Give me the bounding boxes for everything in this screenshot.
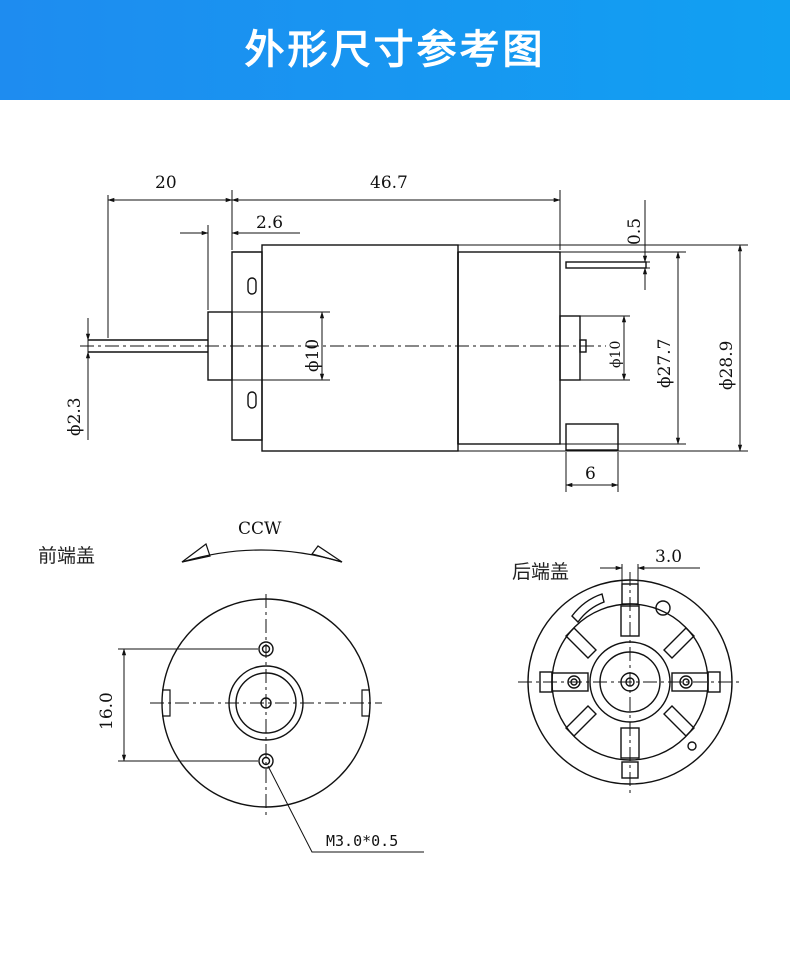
rear-boss xyxy=(559,315,581,381)
dim-terminal-thickness: 0.5 xyxy=(625,218,645,245)
dim-shaft-length: 20 xyxy=(155,173,177,193)
rear-cover-label: 后端盖 xyxy=(512,561,569,583)
terminal-bottom xyxy=(565,423,619,451)
dim-terminal-slot: 3.0 xyxy=(655,547,682,567)
motor-body xyxy=(261,244,459,452)
front-screw-bottom xyxy=(247,391,257,409)
rear-view xyxy=(518,564,742,794)
title-banner xyxy=(0,0,790,100)
dim-body-diameter-small: ϕ27.7 xyxy=(655,339,675,388)
dim-boss-height: 2.6 xyxy=(256,213,283,233)
dim-body-diameter-large: ϕ28.9 xyxy=(717,341,737,390)
front-screw-top xyxy=(247,277,257,295)
shaft xyxy=(88,339,208,353)
terminal-top xyxy=(565,261,647,269)
front-view xyxy=(118,543,424,853)
screw-spec: M3.0*0.5 xyxy=(326,832,398,850)
dim-rear-boss-diameter: ϕ10 xyxy=(608,341,624,368)
dim-body-length: 46.7 xyxy=(370,173,408,193)
side-view xyxy=(80,190,748,492)
rotation-direction: CCW xyxy=(238,519,282,539)
rear-can xyxy=(457,251,561,445)
dim-shaft-diameter: ϕ2.3 xyxy=(65,397,85,436)
page-title: 外形尺寸参考图 xyxy=(244,27,546,73)
front-cover-label: 前端盖 xyxy=(38,545,95,567)
dim-boss-diameter: ϕ10 xyxy=(303,339,323,372)
dim-hole-spacing: 16.0 xyxy=(97,692,117,730)
dim-terminal-width: 6 xyxy=(585,464,596,484)
